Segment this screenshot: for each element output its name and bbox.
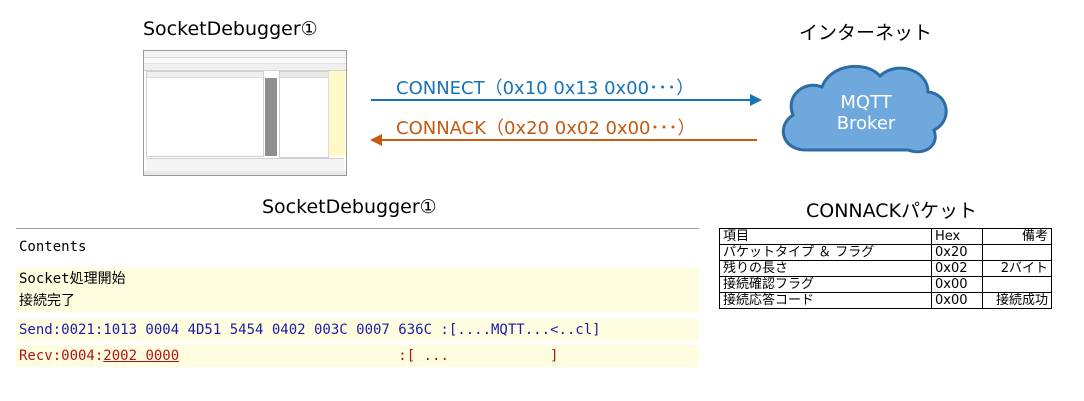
log-row: 接続完了 <box>16 290 699 312</box>
thumbnail-yellow-pane <box>328 71 345 156</box>
cell-item: 接続確認フラグ <box>719 276 932 293</box>
cell-item: 残りの長さ <box>719 260 932 277</box>
thumbnail-right-pane <box>279 71 329 158</box>
cell-note <box>982 244 1052 261</box>
cell-hex: 0x02 <box>931 260 983 277</box>
thumbnail-toolbar <box>144 64 346 71</box>
cell-note <box>982 276 1052 293</box>
thumbnail-left-pane <box>146 71 264 157</box>
thumbnail-menubar <box>144 58 346 64</box>
connack-table-title: CONNACKパケット <box>806 200 978 222</box>
connack-label: CONNACK（0x20 0x02 0x00･･･） <box>396 118 696 139</box>
header-note: 備考 <box>982 228 1052 245</box>
log-header: Contents <box>19 239 87 255</box>
cell-hex: 0x20 <box>931 244 983 261</box>
recv-data: 2002 0000 <box>103 348 180 364</box>
cell-note: 2バイト <box>982 260 1052 277</box>
thumbnail-statusbar <box>144 171 346 175</box>
thumbnail-bottom-pane <box>146 158 344 171</box>
log-row-recv: Recv:0004:2002 0000 :[ ... ] <box>16 345 699 367</box>
table-row: 接続応答コード 0x00 接続成功 <box>719 292 1052 309</box>
connack-table: 項目 Hex 備考 パケットタイプ ＆ フラグ 0x20 残りの長さ 0x02 … <box>719 228 1052 309</box>
log-row: Socket処理開始 <box>16 268 699 290</box>
cell-hex: 0x00 <box>931 292 983 309</box>
cell-item: パケットタイプ ＆ フラグ <box>719 244 932 261</box>
log-panel: Contents Socket処理開始 接続完了 Send:0021:1013 … <box>16 228 699 367</box>
broker-label: MQTT Broker <box>836 92 896 134</box>
broker-label-line2: Broker <box>836 113 896 134</box>
recv-ascii: :[ ... ] <box>179 348 559 364</box>
recv-prefix: Recv:0004: <box>19 348 104 364</box>
table-row: パケットタイプ ＆ フラグ 0x20 <box>719 244 1052 261</box>
table-header-row: 項目 Hex 備考 <box>719 228 1052 245</box>
header-hex: Hex <box>931 228 983 245</box>
mqtt-broker-cloud <box>781 64 948 154</box>
log-panel-title: SocketDebugger① <box>262 196 437 218</box>
log-row-send: Send:0021:1013 0004 4D51 5454 0402 003C … <box>16 319 699 341</box>
connack-arrowhead <box>370 134 382 146</box>
connect-arrowhead <box>750 94 762 106</box>
thumbnail-titlebar <box>144 51 346 58</box>
cell-note: 接続成功 <box>982 292 1052 309</box>
thumbnail-splitter <box>265 78 277 156</box>
device-title: SocketDebugger① <box>143 18 318 40</box>
connect-label: CONNECT（0x10 0x13 0x00･･･） <box>396 78 695 99</box>
table-row: 接続確認フラグ 0x00 <box>719 276 1052 293</box>
header-item: 項目 <box>719 228 932 245</box>
internet-title: インターネット <box>799 22 933 44</box>
cell-item: 接続応答コード <box>719 292 932 309</box>
log-panel-border <box>16 228 699 229</box>
cell-hex: 0x00 <box>931 276 983 293</box>
socketdebugger-window-thumbnail <box>143 50 347 176</box>
table-row: 残りの長さ 0x02 2バイト <box>719 260 1052 277</box>
broker-label-line1: MQTT <box>840 92 892 113</box>
